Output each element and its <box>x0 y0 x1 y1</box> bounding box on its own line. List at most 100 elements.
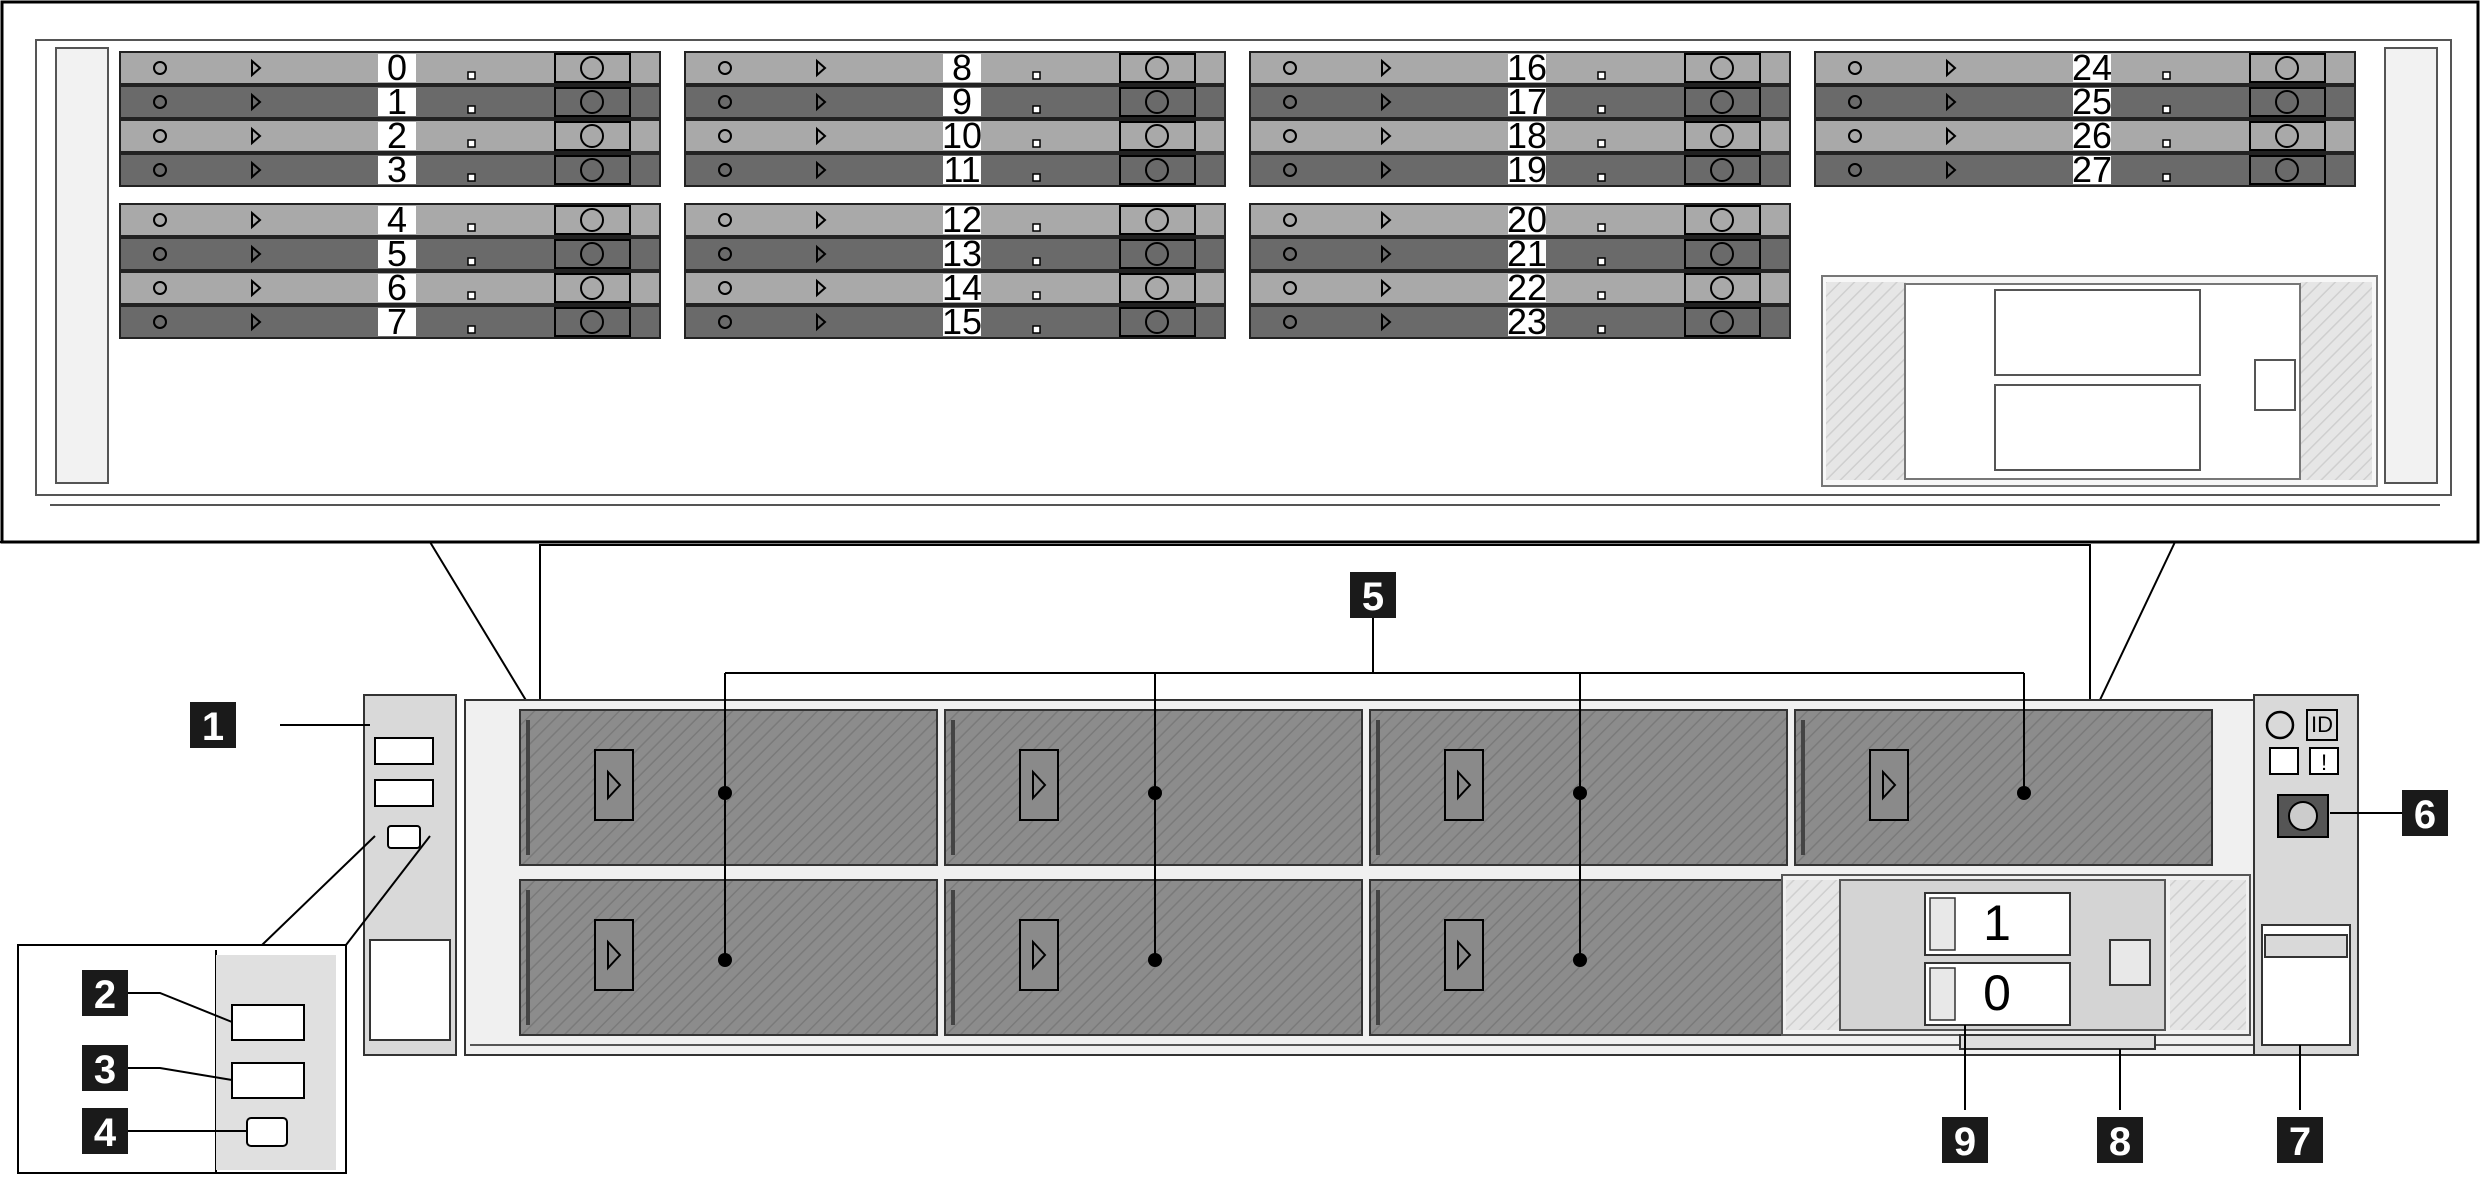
drive-release-latch[interactable] <box>1684 87 1761 117</box>
drive-release-latch[interactable] <box>1684 53 1761 83</box>
inset-usb-port-top[interactable] <box>231 1004 305 1041</box>
front-drive-handle[interactable] <box>1444 919 1484 991</box>
front-drive-bay[interactable] <box>1369 709 1788 866</box>
drive-release-latch[interactable] <box>1119 273 1196 303</box>
drive-release-latch[interactable] <box>1684 273 1761 303</box>
drive-latch-button[interactable] <box>1710 124 1734 148</box>
drive-latch-button[interactable] <box>1145 158 1169 182</box>
drive-latch-button[interactable] <box>1710 56 1734 80</box>
drive-latch-button[interactable] <box>580 56 604 80</box>
drive-release-latch[interactable] <box>1119 53 1196 83</box>
drive-bay-27[interactable]: 27 <box>1814 149 2356 190</box>
drive-bay-7[interactable]: 7 <box>119 301 661 342</box>
drive-bay-6[interactable]: 6 <box>119 267 661 308</box>
drive-bay-23[interactable]: 23 <box>1249 301 1791 342</box>
drive-release-latch[interactable] <box>1119 307 1196 337</box>
drive-release-latch[interactable] <box>1684 307 1761 337</box>
drive-release-latch[interactable] <box>2249 87 2326 117</box>
front-drive-bay-face[interactable] <box>1794 709 2213 866</box>
front-drive-bay[interactable] <box>1794 709 2213 866</box>
drive-latch-button[interactable] <box>1710 90 1734 114</box>
drive-bay-1[interactable]: 1 <box>119 81 661 122</box>
drive-bay-5[interactable]: 5 <box>119 233 661 274</box>
front-drive-handle[interactable] <box>1019 749 1059 821</box>
drive-latch-button[interactable] <box>2275 56 2299 80</box>
drive-bay-17[interactable]: 17 <box>1249 81 1791 122</box>
mini-displayport[interactable] <box>387 825 421 849</box>
drive-latch-button[interactable] <box>1710 310 1734 334</box>
inset-usb-port-bottom[interactable] <box>231 1062 305 1099</box>
drive-latch-button[interactable] <box>580 158 604 182</box>
drive-release-latch[interactable] <box>554 155 631 185</box>
drive-latch-button[interactable] <box>1145 310 1169 334</box>
drive-latch-button[interactable] <box>2275 124 2299 148</box>
drive-latch-button[interactable] <box>1145 242 1169 266</box>
id-button[interactable] <box>2306 709 2338 741</box>
drive-latch-button[interactable] <box>580 124 604 148</box>
drive-latch-button[interactable] <box>1710 276 1734 300</box>
rear-cage-pull-tab[interactable] <box>1959 1034 2156 1050</box>
drive-release-latch[interactable] <box>1684 121 1761 151</box>
drive-bay-4[interactable]: 4 <box>119 199 661 240</box>
rear-drive-0-latch[interactable] <box>1929 967 1956 1021</box>
drive-bay-24[interactable]: 24 <box>1814 47 2356 88</box>
drive-bay-0[interactable]: 0 <box>119 47 661 88</box>
usb-port-b[interactable] <box>374 779 434 807</box>
drive-bay-22[interactable]: 22 <box>1249 267 1791 308</box>
drive-release-latch[interactable] <box>1119 121 1196 151</box>
drive-bay-19[interactable]: 19 <box>1249 149 1791 190</box>
drive-latch-button[interactable] <box>1145 276 1169 300</box>
front-drive-handle[interactable] <box>594 919 634 991</box>
front-drive-handle[interactable] <box>1869 749 1909 821</box>
usb-port-a[interactable] <box>374 737 434 765</box>
drive-release-latch[interactable] <box>1119 155 1196 185</box>
drive-latch-button[interactable] <box>1710 158 1734 182</box>
drive-latch-button[interactable] <box>1145 124 1169 148</box>
inset-mini-displayport[interactable] <box>246 1117 288 1147</box>
drive-latch-button[interactable] <box>580 208 604 232</box>
drive-release-latch[interactable] <box>1119 239 1196 269</box>
drive-bay-15[interactable]: 15 <box>684 301 1226 342</box>
drive-release-latch[interactable] <box>1119 87 1196 117</box>
drive-release-latch[interactable] <box>1684 239 1761 269</box>
drive-bay-18[interactable]: 18 <box>1249 115 1791 156</box>
rear-drive-1-latch[interactable] <box>1929 897 1956 951</box>
drive-release-latch[interactable] <box>1684 205 1761 235</box>
drive-bay-12[interactable]: 12 <box>684 199 1226 240</box>
drive-bay-3[interactable]: 3 <box>119 149 661 190</box>
drive-bay-26[interactable]: 26 <box>1814 115 2356 156</box>
drive-bay-8[interactable]: 8 <box>684 47 1226 88</box>
drive-bay-9[interactable]: 9 <box>684 81 1226 122</box>
drive-release-latch[interactable] <box>1684 155 1761 185</box>
drive-bay-20[interactable]: 20 <box>1249 199 1791 240</box>
drive-release-latch[interactable] <box>2249 53 2326 83</box>
drive-release-latch[interactable] <box>1119 205 1196 235</box>
drive-release-latch[interactable] <box>554 273 631 303</box>
drive-bay-14[interactable]: 14 <box>684 267 1226 308</box>
drive-latch-button[interactable] <box>2275 158 2299 182</box>
drive-release-latch[interactable] <box>2249 155 2326 185</box>
drive-latch-button[interactable] <box>1710 208 1734 232</box>
drive-release-latch[interactable] <box>554 205 631 235</box>
drive-release-latch[interactable] <box>554 87 631 117</box>
front-drive-handle[interactable] <box>1444 749 1484 821</box>
drive-latch-button[interactable] <box>580 90 604 114</box>
drive-release-latch[interactable] <box>554 121 631 151</box>
front-drive-handle[interactable] <box>594 749 634 821</box>
drive-bay-2[interactable]: 2 <box>119 115 661 156</box>
drive-latch-button[interactable] <box>1710 242 1734 266</box>
front-drive-handle[interactable] <box>1019 919 1059 991</box>
drive-release-latch[interactable] <box>2249 121 2326 151</box>
drive-release-latch[interactable] <box>554 239 631 269</box>
drive-latch-button[interactable] <box>2275 90 2299 114</box>
drive-latch-button[interactable] <box>580 276 604 300</box>
drive-bay-10[interactable]: 10 <box>684 115 1226 156</box>
drive-latch-button[interactable] <box>1145 208 1169 232</box>
drive-release-latch[interactable] <box>554 53 631 83</box>
drive-latch-button[interactable] <box>1145 90 1169 114</box>
rear-cage-side-tab[interactable] <box>2109 939 2151 986</box>
drive-release-latch[interactable] <box>554 307 631 337</box>
power-button[interactable] <box>2265 710 2295 740</box>
drive-bay-16[interactable]: 16 <box>1249 47 1791 88</box>
left-ear-handle[interactable] <box>369 939 451 1041</box>
